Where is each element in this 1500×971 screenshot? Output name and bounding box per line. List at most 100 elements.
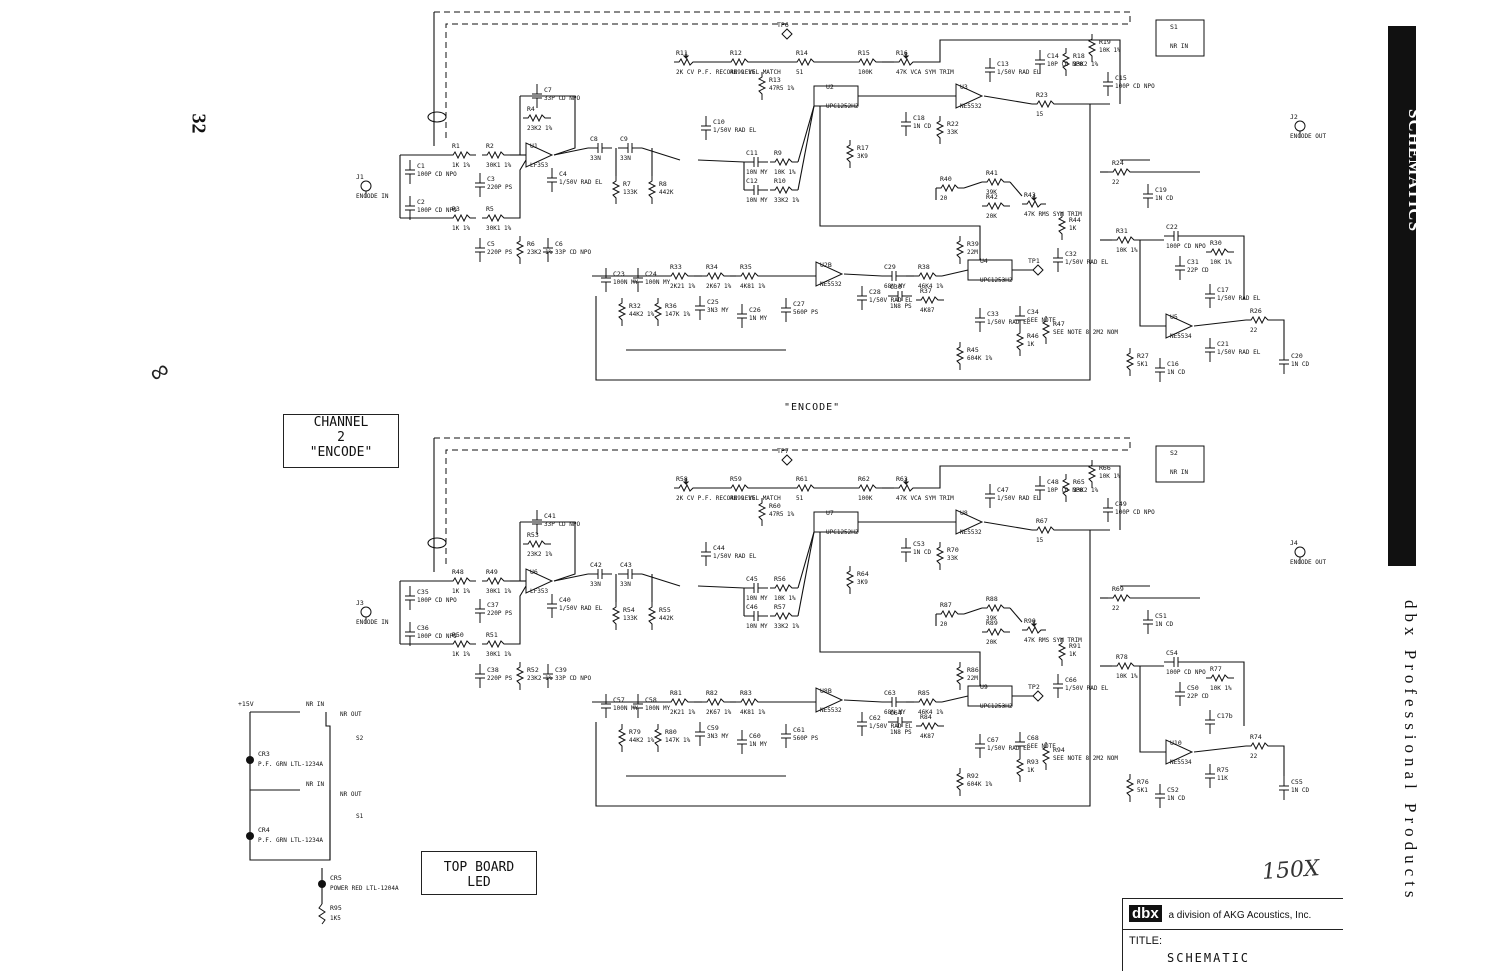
part-value: 30K1 1% [486,225,512,232]
part-ref: C61 [793,726,805,734]
part-value: 10P CD NPO [1047,61,1084,68]
part-value: 2K21 1% [670,283,696,290]
part-value: NE5534 [1170,759,1192,766]
part-ref: R93 [1027,758,1039,766]
part-ref: C60 [749,732,761,740]
part-ref: C38 [487,666,499,674]
part-ref: R78 [1116,653,1128,661]
part-value: 220P PS [487,249,513,256]
wire [1139,666,1166,753]
channel-label-line3: "ENCODE" [309,445,373,460]
part-value: 1N CD [1155,195,1173,202]
part-ref: J1 [356,173,364,181]
pot-symbol [894,483,918,493]
part-ref: C25 [707,298,719,306]
resistor-symbol [955,768,965,796]
resistor-symbol [982,627,1010,637]
part-value: 560P PS [793,309,819,316]
part-ref: R57 [774,603,786,611]
supply-label: +15V [238,700,254,708]
resistor-symbol [515,662,525,690]
wire [520,95,576,156]
part-value: 2K CV P.F. RECORD LEVEL MATCH [676,69,781,76]
part-value: 22 [1112,605,1120,612]
part-value: UPC1252H2 [826,103,859,110]
part-ref: R77 [1210,665,1222,673]
ic-block [813,511,859,533]
wire [843,273,883,277]
part-value: 1K [1027,341,1035,348]
part-value: 133K [623,615,638,622]
part-ref: R56 [774,575,786,583]
part-value: 1K [1069,651,1077,658]
part-value: 10K 1% [1116,247,1138,254]
pot-wiper [902,478,910,486]
part-value: 3N3 MY [707,307,729,314]
resistor-symbol [914,271,942,281]
resistor-symbol [482,150,510,160]
part-ref: R59 [730,475,742,483]
resistor-symbol [1015,754,1025,782]
title-label: TITLE: [1129,935,1163,947]
wire [797,531,815,617]
part-value: NE5532 [960,529,982,536]
part-value: 1/50V RAD EL [987,745,1031,752]
part-ref: C9 [620,135,628,143]
opamp-symbol [525,568,554,594]
part-value: NR IN [1170,43,1188,50]
part-value: 100P CD NPO [1115,509,1155,516]
part-value: 23K2 1% [527,551,553,558]
part-value: 10N MY [746,595,768,602]
cable-ring [427,111,447,123]
resistor-symbol [1125,774,1135,802]
part-ref: R63 [896,475,908,483]
part-value: 33N [620,581,631,588]
resistor-symbol [982,201,1010,211]
part-ref: C50 [1187,684,1199,692]
part-value: 2K67 1% [706,709,732,716]
part-ref: R91 [1069,642,1081,650]
wire [843,699,883,703]
resistor-symbol [770,157,798,167]
part-value: 1/50V RAD EL [1065,259,1109,266]
resistor-symbol [726,483,754,493]
resistor-symbol [647,602,657,630]
part-ref: R83 [740,689,752,697]
resistor-symbol [617,724,627,752]
part-value: ENCODE OUT [1290,133,1327,140]
pot-symbol [894,57,918,67]
opamp-symbol [525,142,554,168]
wire [819,532,981,686]
led-symbol [246,832,254,840]
part-value: 1N CD [1167,369,1185,376]
part-value: 20K [986,213,997,220]
part-ref: C41 [544,512,556,520]
resistor-symbol [666,697,694,707]
part-value: 22P CD [1187,267,1209,274]
wire [797,531,815,589]
part-value: 33K [947,129,958,136]
resistor-symbol [482,213,510,223]
resistor-symbol [792,57,820,67]
